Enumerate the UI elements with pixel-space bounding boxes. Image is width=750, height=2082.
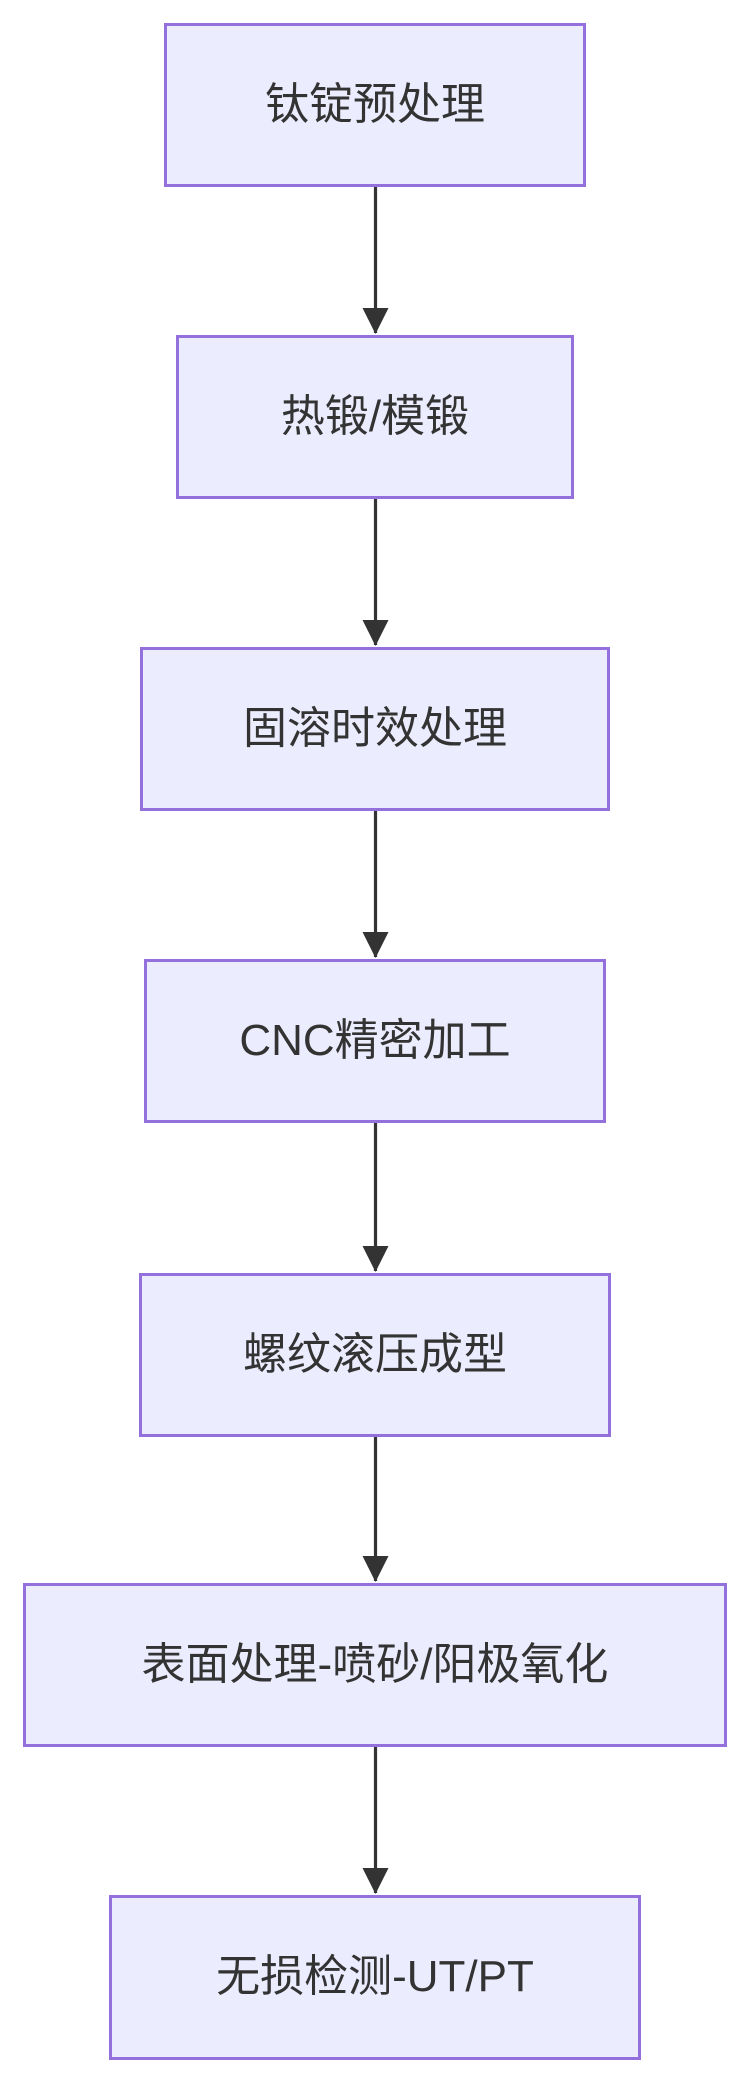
node-cnc-precision-machining: CNC精密加工 — [144, 959, 606, 1123]
node-label: 无损检测-UT/PT — [216, 1952, 534, 2002]
node-hot-forging-die-forging: 热锻/模锻 — [176, 335, 574, 499]
node-surface-treatment-sandblast-anodize: 表面处理-喷砂/阳极氧化 — [23, 1583, 727, 1747]
node-label: 钛锭预处理 — [265, 79, 485, 129]
node-label: 固溶时效处理 — [243, 703, 507, 753]
node-titanium-ingot-pretreatment: 钛锭预处理 — [164, 23, 586, 187]
node-label: 螺纹滚压成型 — [243, 1329, 507, 1379]
node-thread-rolling-forming: 螺纹滚压成型 — [139, 1273, 611, 1437]
node-label: 表面处理-喷砂/阳极氧化 — [141, 1639, 609, 1689]
node-label: CNC精密加工 — [239, 1015, 511, 1065]
node-ndt-ut-pt: 无损检测-UT/PT — [109, 1895, 641, 2060]
node-solution-aging-treatment: 固溶时效处理 — [140, 647, 610, 811]
node-label: 热锻/模锻 — [280, 391, 470, 441]
